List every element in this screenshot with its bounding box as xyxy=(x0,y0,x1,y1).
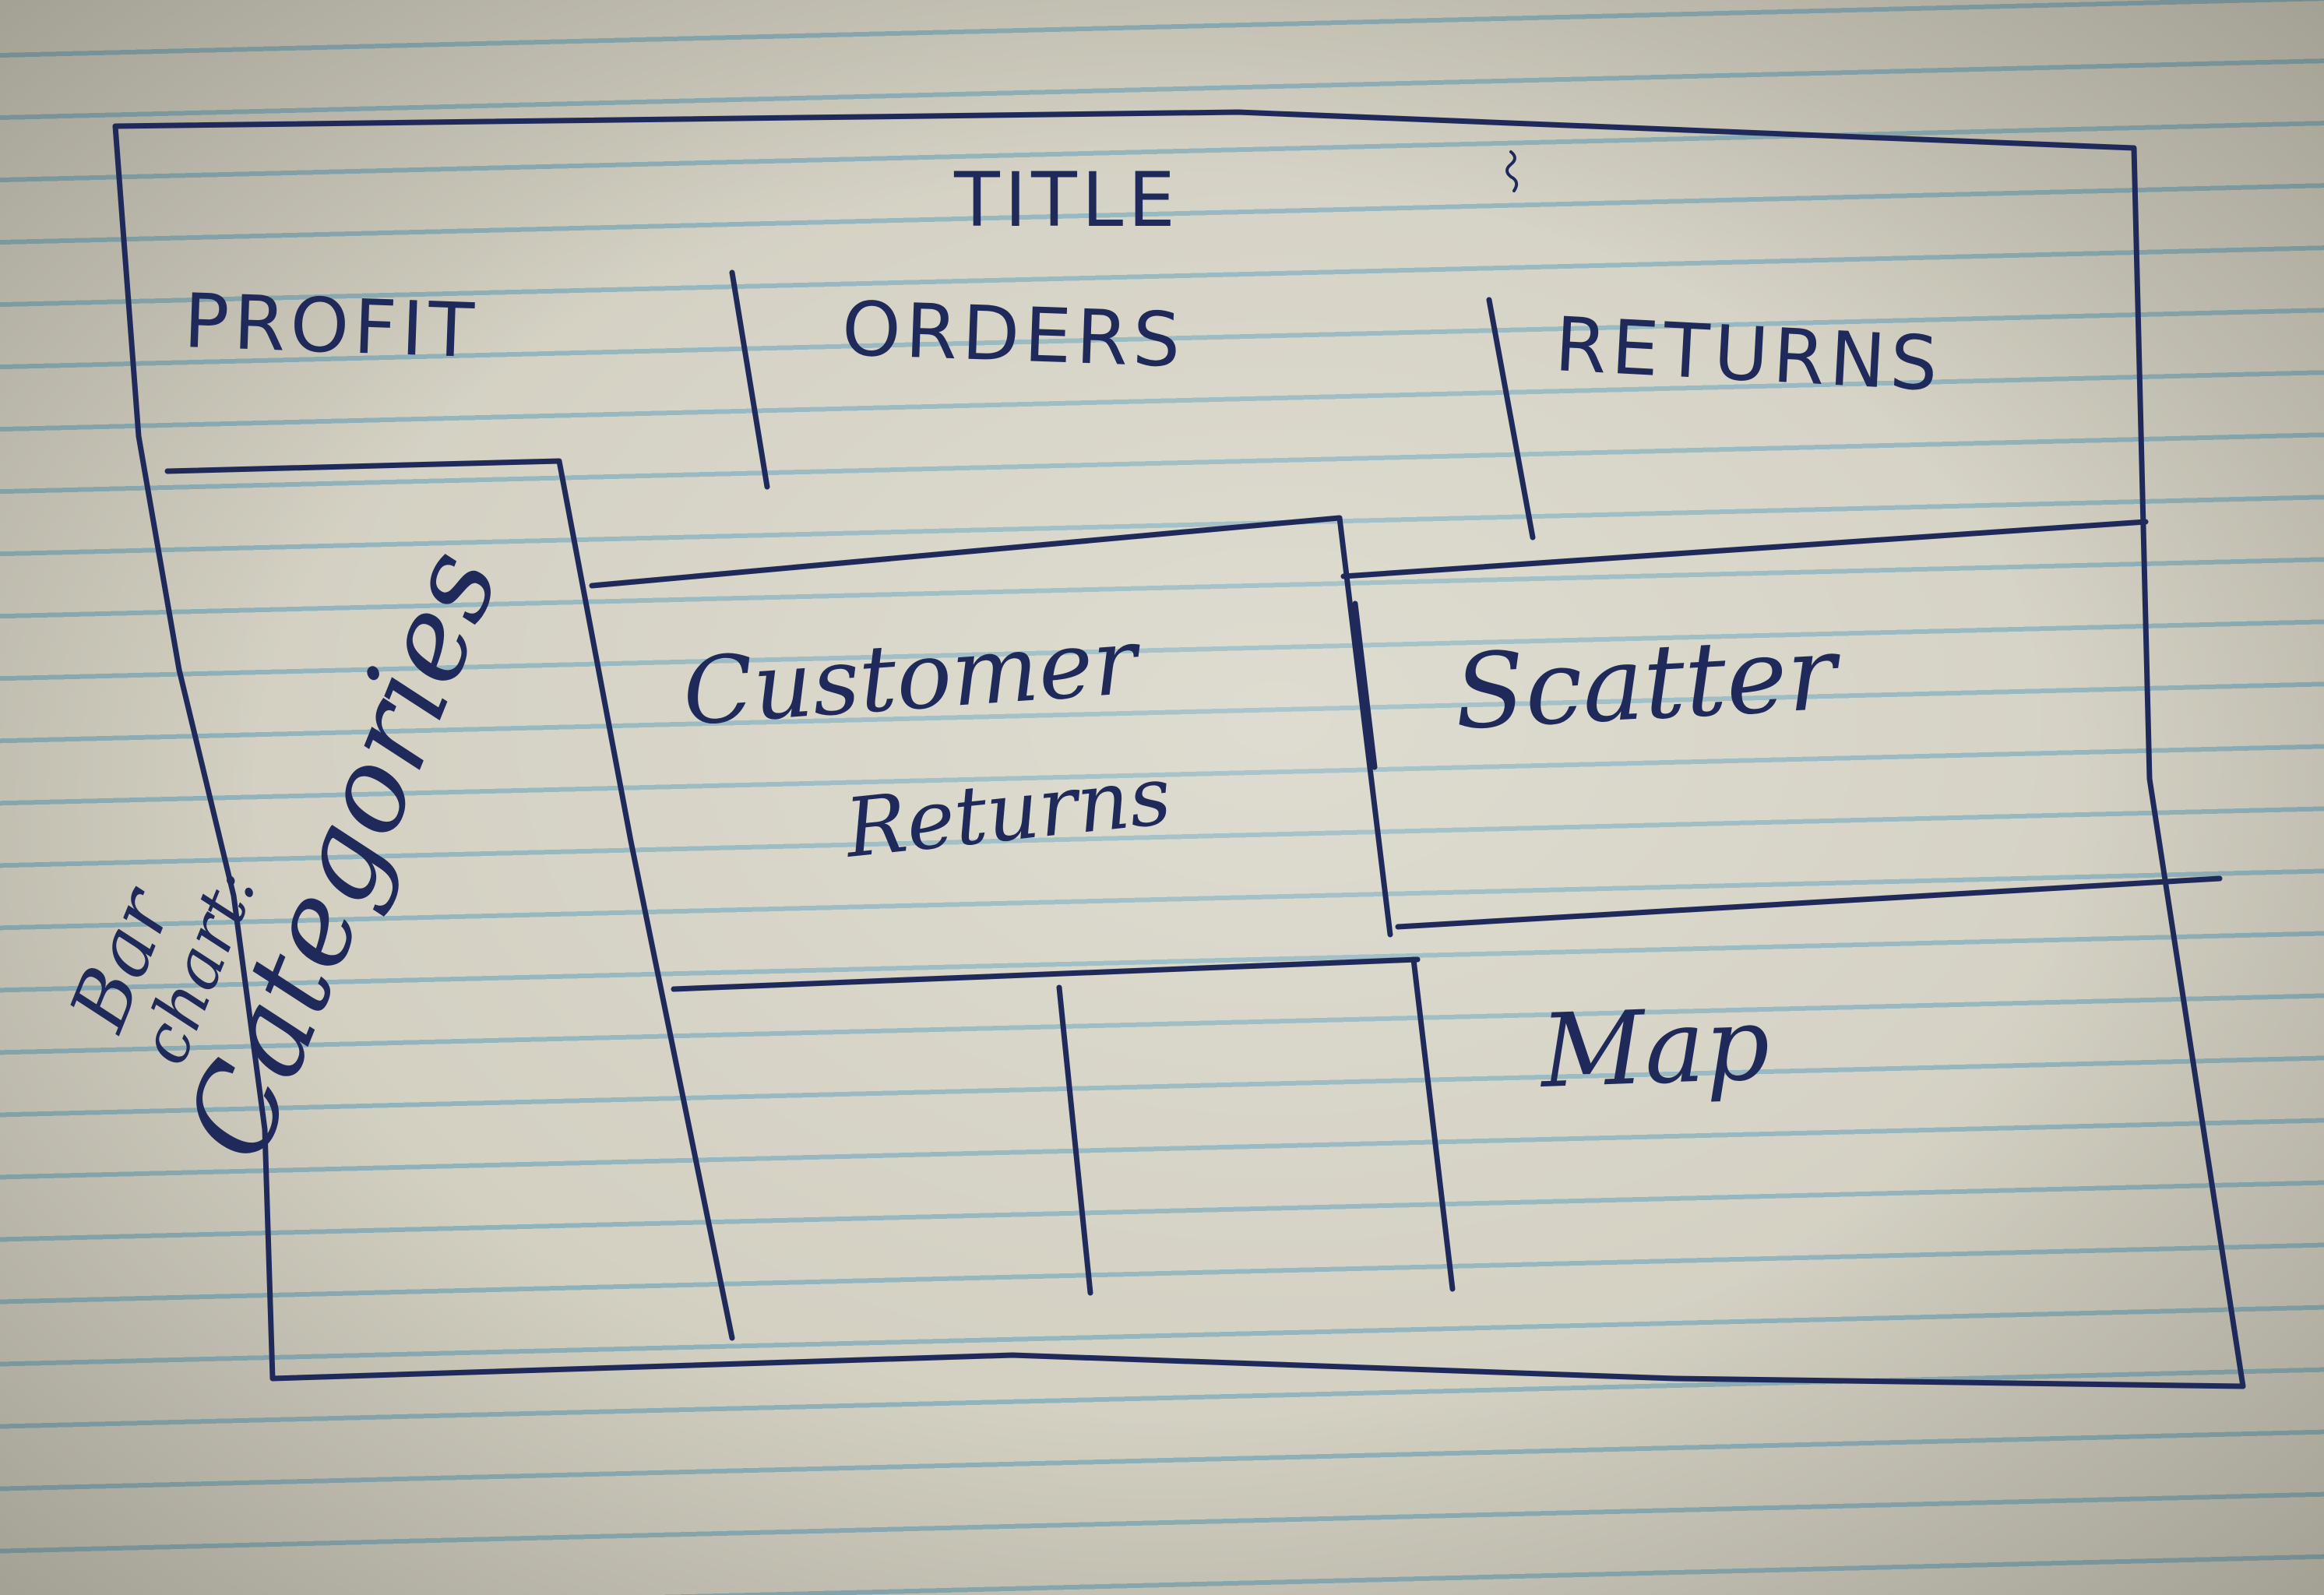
scatter-map-divider xyxy=(1395,875,2223,930)
kpi-divider-2 xyxy=(1486,297,1536,540)
title-label: TITLE xyxy=(953,157,1180,244)
scatter-label: Scatter xyxy=(1452,613,1845,753)
kpi-label-profit: PROFIT xyxy=(182,277,480,375)
pen-doodle xyxy=(1505,150,1519,192)
outer-frame xyxy=(112,109,2246,1389)
lower-row-vertical-divider xyxy=(1056,984,1093,1296)
map-label: Map xyxy=(1537,984,1772,1111)
customer-returns-label-line-2: Returns xyxy=(840,748,1175,876)
kpi-label-orders: ORDERS xyxy=(840,285,1186,384)
bar-chart-label-line-3: Categories xyxy=(160,531,526,1178)
customer-returns-panel-border xyxy=(589,515,1393,938)
bar-chart-label: Bar chart: Categories xyxy=(51,531,526,1178)
kpi-divider-1 xyxy=(729,269,770,490)
scatter-panel-border xyxy=(1340,519,2149,579)
lower-row-divider xyxy=(671,956,1421,992)
scatter-panel-left-border xyxy=(1352,600,1378,770)
customer-returns-label-line-1: Customer xyxy=(679,607,1145,746)
bar-chart-panel-border xyxy=(164,458,735,1341)
map-panel-border xyxy=(1410,956,1456,1292)
kpi-label-returns: RETURNS xyxy=(1553,301,1945,408)
